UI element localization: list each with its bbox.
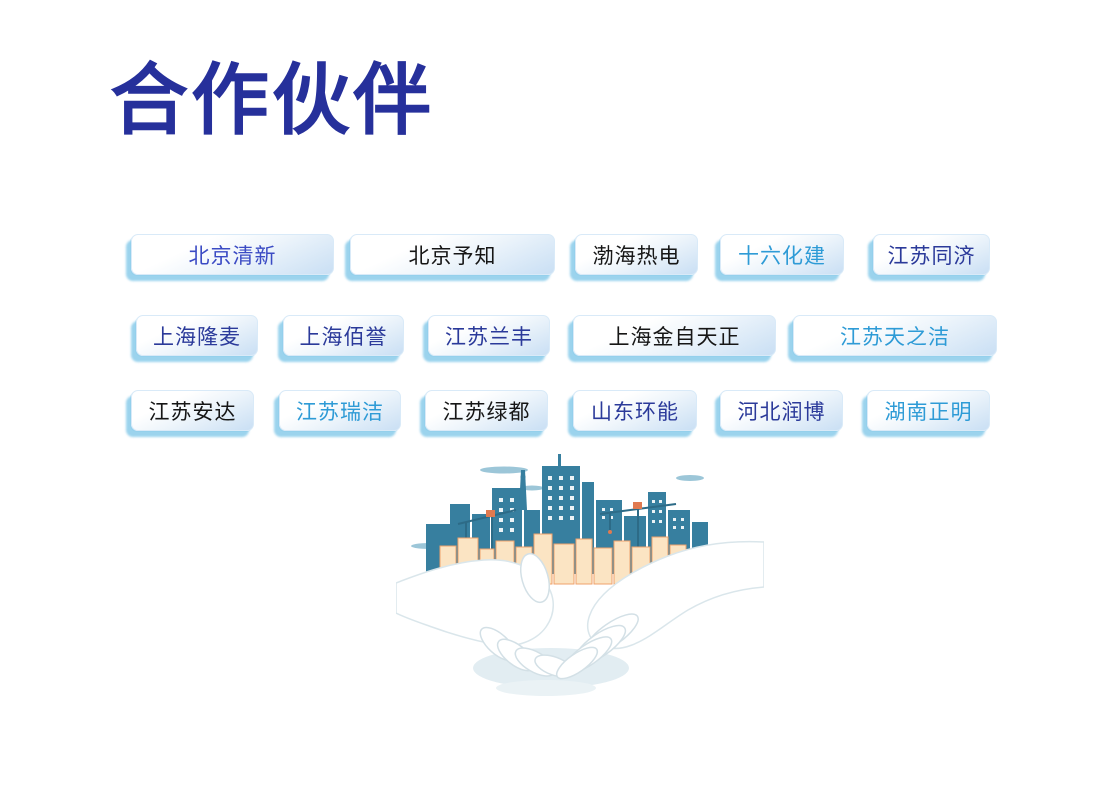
right-hand-fingers <box>555 613 639 680</box>
page-title: 合作伙伴 <box>110 56 435 144</box>
partner-badge-jiangsu-anda: 江苏安达 <box>131 390 254 431</box>
partner-badge-jiangsu-lanfeng: 江苏兰丰 <box>428 315 550 356</box>
thumb <box>519 552 551 604</box>
partner-badge-jiangsu-tongji: 江苏同济 <box>873 234 990 275</box>
left-arm <box>396 558 554 647</box>
partner-badge-jiangsu-lvdu: 江苏绿都 <box>425 390 548 431</box>
partner-badge-jiangsu-ruijie: 江苏瑞洁 <box>279 390 401 431</box>
partner-badge-hebei-runbo: 河北润博 <box>720 390 843 431</box>
handshake-city-illustration <box>396 454 764 696</box>
partner-badge-bohai-redian: 渤海热电 <box>575 234 698 275</box>
hand-shadow <box>496 680 596 696</box>
partner-badge-beijing-yuzhi: 北京予知 <box>350 234 555 275</box>
partner-badge-shanghai-longmai: 上海隆麦 <box>136 315 258 356</box>
partner-badge-shanghai-baiyu: 上海佰誉 <box>283 315 404 356</box>
partner-badge-beijing-qingxin: 北京清新 <box>131 234 334 275</box>
partner-badge-jiangsu-tianzhijie: 江苏天之洁 <box>793 315 997 356</box>
partner-badge-hunan-zhengming: 湖南正明 <box>867 390 990 431</box>
partner-badge-shanghai-jinzitianzheng: 上海金自天正 <box>573 315 776 356</box>
building-windows <box>499 476 684 532</box>
partner-badge-shandong-huanneng: 山东环能 <box>573 390 697 431</box>
partner-badge-shiliu-huajian: 十六化建 <box>720 234 844 275</box>
left-hand-fingers <box>479 626 574 678</box>
